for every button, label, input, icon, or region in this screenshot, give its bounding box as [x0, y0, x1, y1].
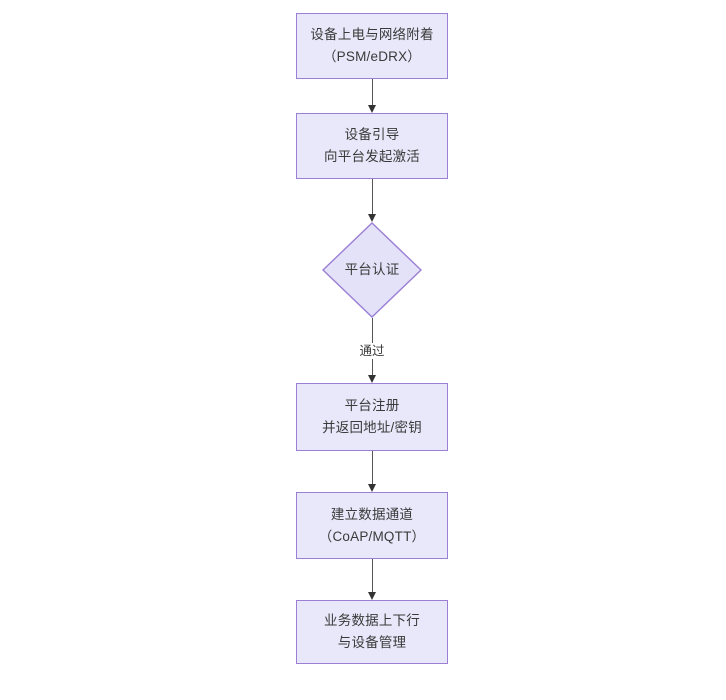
flow-node-platform-auth[interactable]: 平台认证 — [322, 222, 422, 318]
arrowhead-icon — [368, 105, 376, 113]
arrowhead-icon — [368, 214, 376, 222]
flow-node-line-1: 平台注册 — [344, 398, 400, 413]
flow-node-line-1: 设备引导 — [344, 127, 400, 142]
flow-node-device-power-on[interactable]: 设备上电与网络附着 （PSM/eDRX） — [296, 13, 448, 79]
flow-node-device-bootstrap[interactable]: 设备引导 向平台发起激活 — [296, 113, 448, 179]
flow-node-line-1: 业务数据上下行 — [324, 613, 420, 628]
flow-node-business-data-and-device-mgmt[interactable]: 业务数据上下行 与设备管理 — [296, 600, 448, 664]
connector-line — [372, 79, 373, 106]
flow-node-line-2: 并返回地址/密钥 — [322, 420, 422, 435]
flow-node-line-1: 设备上电与网络附着 — [310, 27, 434, 42]
diamond-shape-icon — [322, 222, 422, 318]
arrowhead-icon — [368, 484, 376, 492]
flow-node-line-2: 与设备管理 — [337, 635, 407, 650]
connector-line — [372, 451, 373, 485]
connector-line — [372, 179, 373, 215]
flow-node-line-2: （CoAP/MQTT） — [318, 528, 426, 544]
arrowhead-icon — [368, 592, 376, 600]
flow-node-line-2: 向平台发起激活 — [324, 149, 420, 164]
flow-node-line-2: （PSM/eDRX） — [322, 49, 422, 64]
flow-node-line-1: 建立数据通道 — [330, 506, 414, 522]
flow-node-line-1: 平台认证 — [344, 262, 400, 277]
connector-line — [372, 559, 373, 593]
arrowhead-icon — [368, 375, 376, 383]
flow-node-platform-register[interactable]: 平台注册 并返回地址/密钥 — [296, 383, 448, 451]
flow-edge-label-pass: 通过 — [357, 343, 387, 359]
flow-node-establish-data-channel[interactable]: 建立数据通道 （CoAP/MQTT） — [296, 492, 448, 559]
